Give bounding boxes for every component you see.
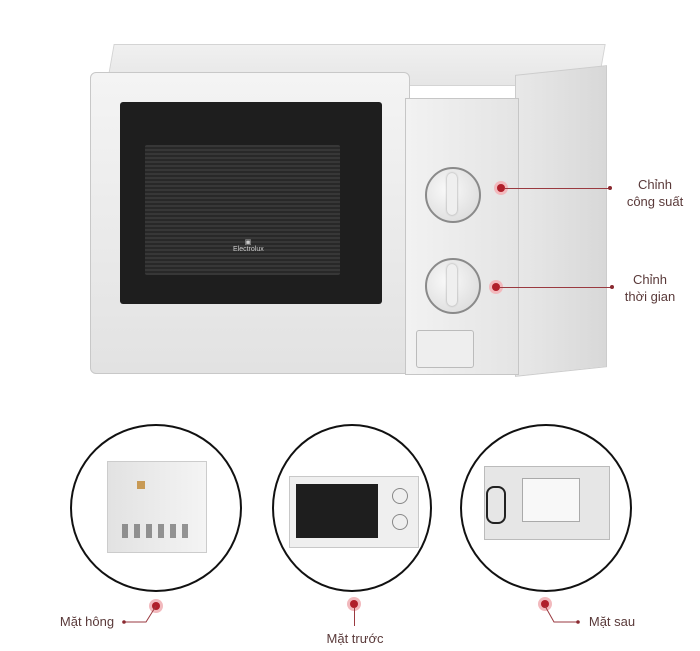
power-label-line2: công suất: [626, 194, 684, 209]
power-callout-line: [505, 188, 610, 189]
front-window: [296, 484, 378, 538]
back-view-photo: [460, 424, 632, 592]
brand-logo: ▣Electrolux: [233, 239, 264, 253]
back-callout-dot: [541, 600, 549, 608]
power-callout-label: Chỉnh công suất: [615, 176, 695, 210]
door-release-button: [416, 330, 474, 368]
timer-callout-end: [610, 285, 614, 289]
timer-callout-line: [500, 287, 612, 288]
side-view-label: Mặt hông: [59, 614, 115, 629]
front-callout-dot: [350, 600, 358, 608]
timer-knob: [425, 258, 481, 314]
back-callout-line: [544, 605, 580, 624]
front-knob-timer: [392, 514, 408, 530]
timer-label-line2: thời gian: [624, 289, 676, 304]
microwave-side: [515, 65, 607, 377]
window-mesh: [145, 145, 340, 275]
side-sticker: [137, 481, 145, 489]
side-panel: [107, 461, 207, 553]
front-callout-line: [354, 608, 355, 626]
power-callout-dot: [497, 184, 505, 192]
timer-label-line1: Chỉnh: [633, 272, 667, 287]
front-knob-power: [392, 488, 408, 504]
power-callout-end: [608, 186, 612, 190]
power-knob: [425, 167, 481, 223]
front-view-photo: [272, 424, 432, 592]
side-view-photo: [70, 424, 242, 592]
back-view-label: Mặt sau: [588, 614, 636, 629]
back-rating-label: [522, 478, 580, 522]
control-panel: [405, 98, 519, 375]
timer-callout-label: Chỉnh thời gian: [610, 271, 690, 305]
power-cord: [486, 486, 506, 524]
front-view-label: Mặt trước: [326, 631, 384, 646]
power-label-line1: Chỉnh: [638, 177, 672, 192]
timer-callout-dot: [492, 283, 500, 291]
side-callout-line: [122, 605, 157, 624]
vent-slots: [122, 524, 192, 538]
